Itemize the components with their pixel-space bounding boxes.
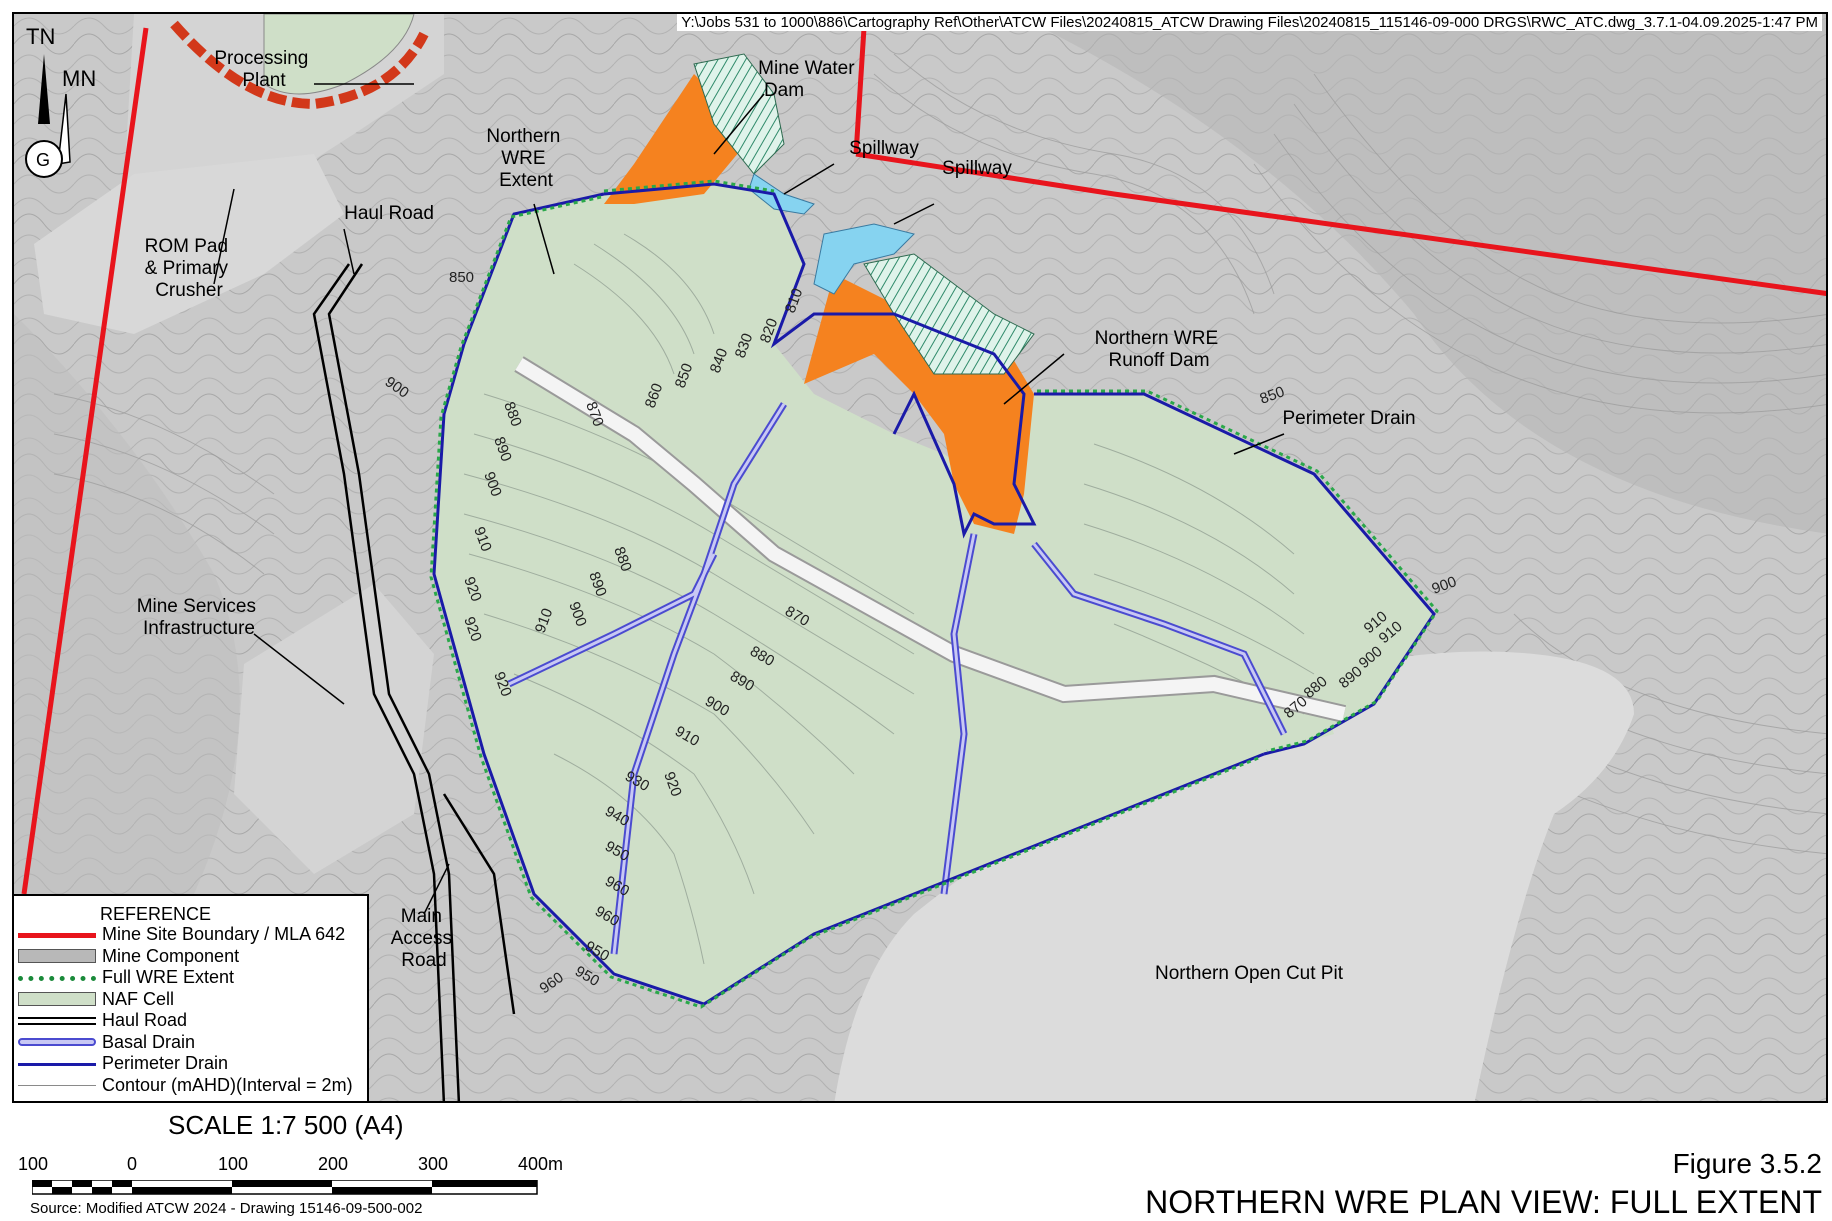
navy-line-icon	[18, 1057, 96, 1071]
wre-extent-west	[432, 192, 1265, 1006]
legend-item-naf-cell: NAF Cell	[18, 989, 363, 1011]
scale-tick-label: 100	[218, 1154, 249, 1174]
legend-label: Mine Site Boundary / MLA 642	[102, 924, 346, 945]
label-leaders	[213, 83, 1065, 915]
map-canvas[interactable]: TN MN G Processing Plant Mine Water Dam …	[14, 14, 1828, 1103]
perimeter-drain-leader	[1233, 433, 1285, 455]
label-processing-plant: Processing Plant	[214, 48, 313, 91]
perimeter-drain-west	[603, 182, 1037, 539]
naf-cell-east[interactable]	[1014, 394, 1434, 754]
figure-title: NORTHERN WRE PLAN VIEW: FULL EXTENT	[1145, 1184, 1822, 1220]
map-frame: TN MN G Processing Plant Mine Water Dam …	[12, 12, 1828, 1103]
spillway-2[interactable]	[813, 223, 915, 295]
basal-drain-icon	[18, 1035, 96, 1049]
wre-extent-east-dash	[1037, 389, 1439, 753]
haul-road-line	[312, 263, 516, 1101]
pale-green-fill-icon	[18, 992, 96, 1007]
label-mine-services: Mine Services Infrastructure	[137, 596, 262, 639]
scale-tick-label: 300	[418, 1154, 449, 1174]
label-open-cut-pit: Northern Open Cut Pit	[1155, 963, 1344, 984]
source-note: Source: Modified ATCW 2024 - Drawing 151…	[30, 1200, 423, 1217]
scale-tick-label: 200	[318, 1154, 349, 1174]
perimeter-drain-east	[1034, 392, 1436, 756]
scale-tick-label: 400m	[518, 1154, 564, 1174]
terrain-shading	[1014, 14, 1826, 534]
legend-label: Mine Component	[102, 945, 240, 966]
label-mine-water-dam: Mine Water Dam	[758, 58, 860, 101]
svg-text:850: 850	[449, 269, 474, 286]
naf-cell-west[interactable]	[434, 184, 1334, 1004]
wre-internal-road-surface	[515, 358, 1346, 721]
grey-fill-icon	[18, 949, 96, 964]
north-arrow: TN MN G	[25, 24, 96, 178]
scale-tick-label: 100	[18, 1154, 49, 1174]
double-line-icon	[18, 1014, 96, 1028]
label-haul-road: Haul Road	[344, 203, 434, 224]
footer: SCALE 1:7 500 (A4) 100 0 100 200 300 400…	[0, 1104, 1832, 1220]
basal-drains	[507, 402, 1288, 955]
legend-item-basal-drain: Basal Drain	[18, 1032, 363, 1054]
true-north-label: TN	[26, 24, 55, 49]
legend-item-boundary: Mine Site Boundary / MLA 642	[18, 924, 363, 946]
terrain-shading-west	[14, 314, 240, 894]
legend: REFERENCE Mine Site Boundary / MLA 642 M…	[14, 894, 369, 1101]
scale-tick-label: 0	[127, 1154, 138, 1174]
mine-water-dam[interactable]	[693, 53, 785, 175]
legend-title: REFERENCE	[100, 904, 212, 924]
label-perimeter-drain: Perimeter Drain	[1282, 408, 1415, 429]
green-dash-icon	[18, 971, 96, 985]
magnetic-north-label: MN	[62, 66, 96, 91]
scale-bar	[32, 1180, 538, 1195]
naf-contours	[463, 233, 1315, 965]
legend-item-mine-component: Mine Component	[18, 946, 363, 968]
legend-label: Full WRE Extent	[102, 967, 235, 988]
legend-label: Basal Drain	[102, 1031, 196, 1052]
legend-label: Haul Road	[102, 1010, 188, 1031]
open-cut-pit[interactable]	[834, 651, 1634, 1104]
red-line-icon	[18, 928, 96, 942]
mine-site-boundary	[21, 27, 1826, 895]
label-main-access-road: Main Access Road	[391, 906, 458, 971]
processing-plant-road	[170, 20, 429, 110]
legend-label: Contour (mAHD)(Interval = 2m)	[102, 1074, 353, 1095]
label-rom-pad: ROM Pad & Primary Crusher	[145, 236, 234, 301]
grid-north-symbol: G	[36, 150, 50, 170]
legend-item-haul-road: Haul Road	[18, 1010, 363, 1032]
legend-label: NAF Cell	[102, 988, 175, 1009]
thin-line-icon	[18, 1078, 96, 1092]
legend-item-perimeter-drain: Perimeter Drain	[18, 1053, 363, 1075]
label-spillway-2: Spillway	[942, 158, 1012, 179]
file-path-label: Y:\Jobs 531 to 1000\886\Cartography Ref\…	[677, 14, 1822, 31]
wre-extent-west-dash	[429, 195, 1262, 1009]
label-spillway-1: Spillway	[849, 138, 919, 159]
scale-label: SCALE 1:7 500 (A4)	[168, 1110, 404, 1140]
label-runoff-dam: Northern WRE Runoff Dam	[1095, 328, 1224, 371]
figure-number: Figure 3.5.2	[1672, 1148, 1822, 1179]
runoff-dam[interactable]	[863, 253, 1035, 375]
legend-item-contour: Contour (mAHD)(Interval = 2m)	[18, 1075, 363, 1097]
legend-label: Perimeter Drain	[102, 1053, 229, 1074]
legend-item-wre-extent: Full WRE Extent	[18, 967, 363, 989]
label-northern-wre-extent: Northern WRE Extent	[486, 126, 565, 191]
